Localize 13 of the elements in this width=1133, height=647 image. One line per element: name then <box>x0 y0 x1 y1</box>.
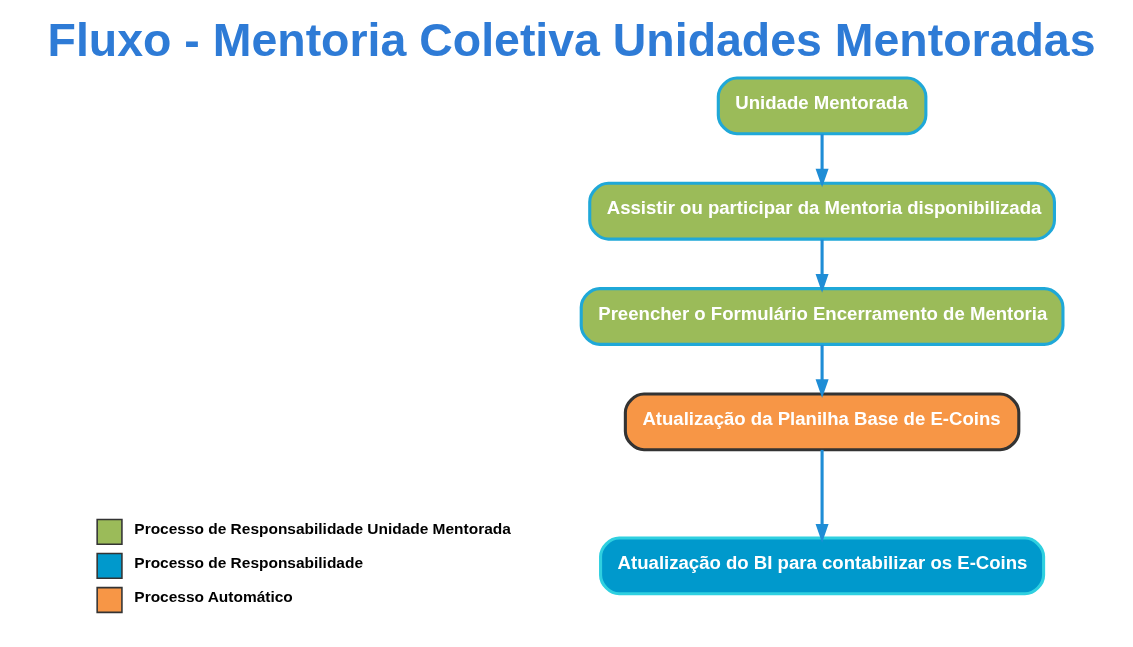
arrow <box>815 449 829 543</box>
node-box: Preencher o Formulário Encerramento de Mentoria <box>579 287 1065 346</box>
arrow <box>815 134 829 188</box>
arrow <box>815 239 829 293</box>
node-box: Atualização do BI para contabilizar os E-Coins <box>599 536 1046 596</box>
legend-label: Processo de Responsabilidade <box>134 554 363 572</box>
diagram-title: Fluxo - Mentoria Coletiva Unidades Mentoradas <box>47 14 1096 67</box>
arrow <box>815 344 829 398</box>
node-box: Atualização da Planilha Base de E-Coins <box>623 392 1021 452</box>
node-box: Assistir ou participar da Mentoria disponibilizada <box>588 181 1056 241</box>
legend-label: Processo Automático <box>134 588 293 606</box>
legend-label: Processo de Responsabilidade Unidade Mentorada <box>134 520 511 538</box>
node-box: Unidade Mentorada <box>716 76 928 136</box>
